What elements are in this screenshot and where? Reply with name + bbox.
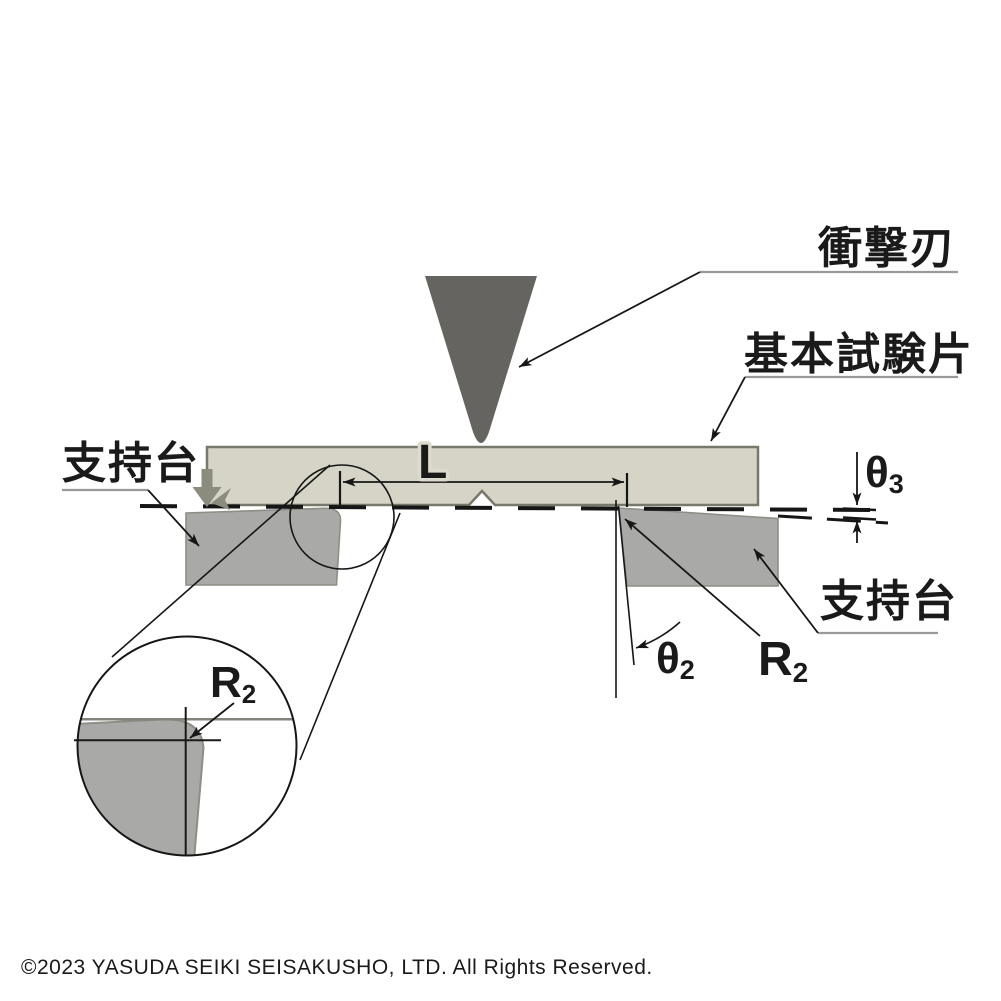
- theta3-base: θ: [865, 448, 889, 497]
- theta2-angle-arc: [635, 621, 681, 649]
- support-right-label: 支持台: [820, 577, 958, 626]
- corner-zoom-circle: [289, 464, 395, 570]
- theta3-label: θ3: [865, 448, 904, 499]
- theta2-angle-construction: [615, 500, 681, 698]
- support-right-block: [618, 507, 779, 587]
- detail-radius-base: R: [210, 658, 242, 707]
- specimen-label: 基本試験片: [744, 330, 974, 379]
- contact-arrow-left: [211, 488, 231, 510]
- theta3-dimension: [842, 452, 877, 543]
- support-radius-label: R2: [758, 633, 808, 688]
- specimen-bar: [205, 445, 760, 507]
- span-dimension: [338, 471, 629, 507]
- specimen-bottom-dashed-line: [139, 504, 874, 512]
- support-radius-base: R: [758, 633, 793, 686]
- support-right-leader-line: [753, 548, 819, 634]
- support-radius-subscript: 2: [793, 657, 809, 688]
- support-left-leader-line: [147, 489, 200, 547]
- detail-radius-label: R2: [210, 658, 256, 709]
- theta2-base: θ: [656, 634, 680, 683]
- theta2-support-face-line: [617, 505, 635, 666]
- zoom-connector-line-lower: [299, 512, 401, 761]
- theta3-tick-upper: [842, 507, 877, 512]
- detail-support-corner-shape: [78, 718, 205, 855]
- impact-blade-label: 衝撃刃: [817, 224, 956, 273]
- theta3-tick-lower: [842, 516, 877, 521]
- detail-radius-leader-line: [189, 702, 235, 739]
- detail-radius-subscript: 2: [242, 679, 256, 709]
- theta2-subscript: 2: [680, 655, 695, 685]
- specimen-leader-line: [710, 376, 746, 442]
- label-leaders: [62, 270, 958, 637]
- contact-arrow-down: [192, 469, 222, 507]
- copyright-text: ©2023 YASUDA SEIKI SEISAKUSHO, LTD. All …: [21, 956, 653, 979]
- tilted-dashed-line: [777, 514, 889, 525]
- span-dimension-label: L: [418, 436, 447, 489]
- contact-corner-arrows: [192, 469, 231, 510]
- detail-zoom-circle: [76, 635, 298, 857]
- theta2-label: θ2: [656, 634, 695, 685]
- support-radius-leader-line: [624, 518, 761, 637]
- impact-blade-shape: [425, 276, 537, 443]
- support-left-label: 支持台: [62, 439, 200, 488]
- impact-blade-leader-line: [518, 271, 701, 368]
- theta3-subscript: 3: [889, 469, 904, 499]
- corner-detail-view: [74, 635, 298, 857]
- support-left-block: [185, 507, 342, 586]
